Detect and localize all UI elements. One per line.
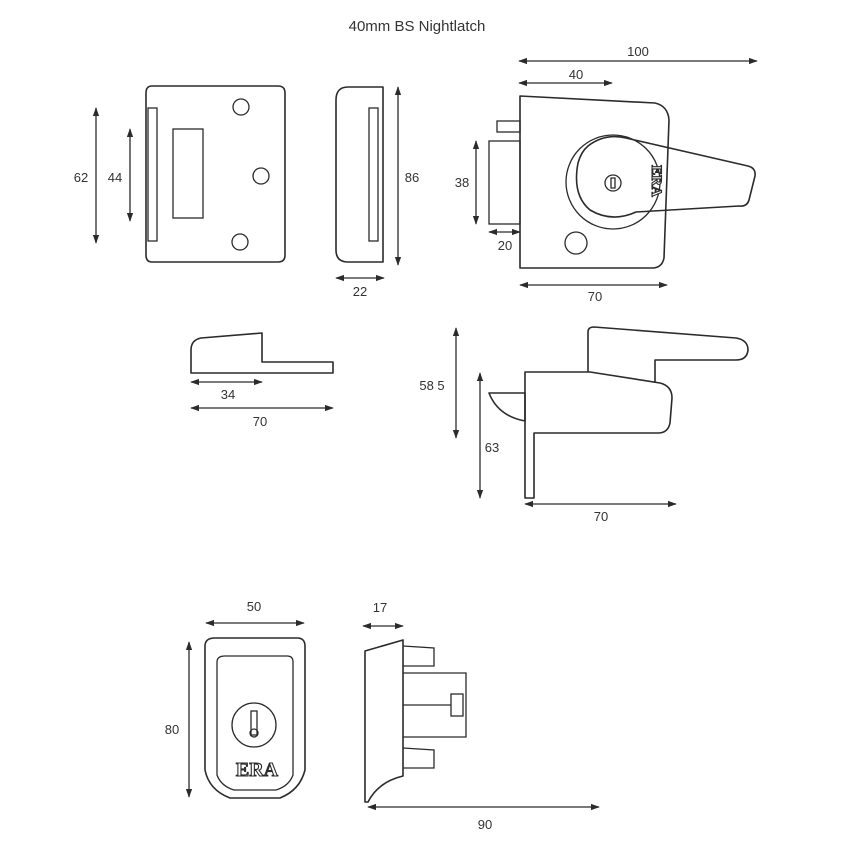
backplate-side-outline — [335, 86, 384, 263]
cylinder-side-top-bar — [402, 645, 435, 667]
dim-100-label: 100 — [627, 44, 649, 59]
dim-20-label: 20 — [498, 238, 512, 253]
cylinder-keyway-pin — [249, 728, 259, 738]
dim-34-label: 34 — [221, 387, 235, 402]
latch-brand-logo: ERA — [648, 165, 664, 197]
dim-70-staple-label: 70 — [253, 414, 267, 429]
latch-front-view: 100 40 ERA 38 20 70 — [455, 44, 758, 304]
cylinder-brand-logo: ERA — [236, 759, 279, 781]
side-latch-curve — [488, 392, 526, 422]
backplate-screw-hole-bottom — [231, 233, 249, 251]
dim-17-label: 17 — [373, 600, 387, 615]
latch-handle-shape — [575, 135, 756, 218]
cylinder-rose-outer — [565, 134, 661, 230]
backplate-outline — [145, 85, 286, 263]
dim-44-label: 44 — [108, 170, 122, 185]
latch-side-view: 58 5 63 70 — [419, 326, 749, 524]
dim-62-label: 62 — [74, 170, 88, 185]
side-case-outline — [524, 371, 673, 499]
dim-86-label: 86 — [405, 170, 419, 185]
dim-90-label: 90 — [478, 817, 492, 832]
latch-bolt-top — [496, 120, 521, 133]
dim-22-label: 22 — [353, 284, 367, 299]
keyhole-slot — [610, 177, 616, 189]
cylinder-side-connector — [403, 672, 467, 738]
dim-70-side-label: 70 — [594, 509, 608, 524]
cylinder-front-view: 50 ERA 80 — [165, 599, 306, 799]
cylinder-key-circle — [231, 702, 277, 748]
dim-585-label: 58 5 — [419, 378, 444, 393]
staple-outline — [190, 332, 334, 374]
backplate-edge-strip — [147, 107, 158, 242]
backplate-front-view: 62 44 — [74, 85, 286, 263]
backplate-side-view: 86 22 — [335, 86, 419, 299]
dim-40-label: 40 — [569, 67, 583, 82]
cylinder-keyway — [250, 710, 258, 736]
cylinder-rose-outline — [204, 637, 306, 799]
dim-70-front-label: 70 — [588, 289, 602, 304]
backplate-slot — [172, 128, 204, 219]
cylinder-side-bottom-bar — [402, 747, 435, 769]
cylinder-side-view: 17 90 — [362, 600, 600, 832]
dim-80-label: 80 — [165, 722, 179, 737]
latch-bolt — [488, 140, 521, 225]
latch-case-outline — [519, 95, 670, 269]
dim-38-label: 38 — [455, 175, 469, 190]
staple-top-view: 34 70 — [190, 332, 334, 429]
side-handle-outline — [587, 326, 749, 383]
dim-63-label: 63 — [485, 440, 499, 455]
cylinder-side-rose-outline — [364, 639, 404, 803]
backplate-side-insert — [368, 107, 379, 242]
latch-snib-button — [564, 231, 588, 255]
cylinder-side-tail-block — [450, 693, 464, 717]
drawing-title: 40mm BS Nightlatch — [349, 18, 486, 35]
dim-50-label: 50 — [247, 599, 261, 614]
backplate-screw-hole-top — [232, 98, 250, 116]
cylinder-rose-inner — [216, 655, 294, 791]
keyhole-ring — [604, 174, 622, 192]
backplate-screw-hole-middle — [252, 167, 270, 185]
